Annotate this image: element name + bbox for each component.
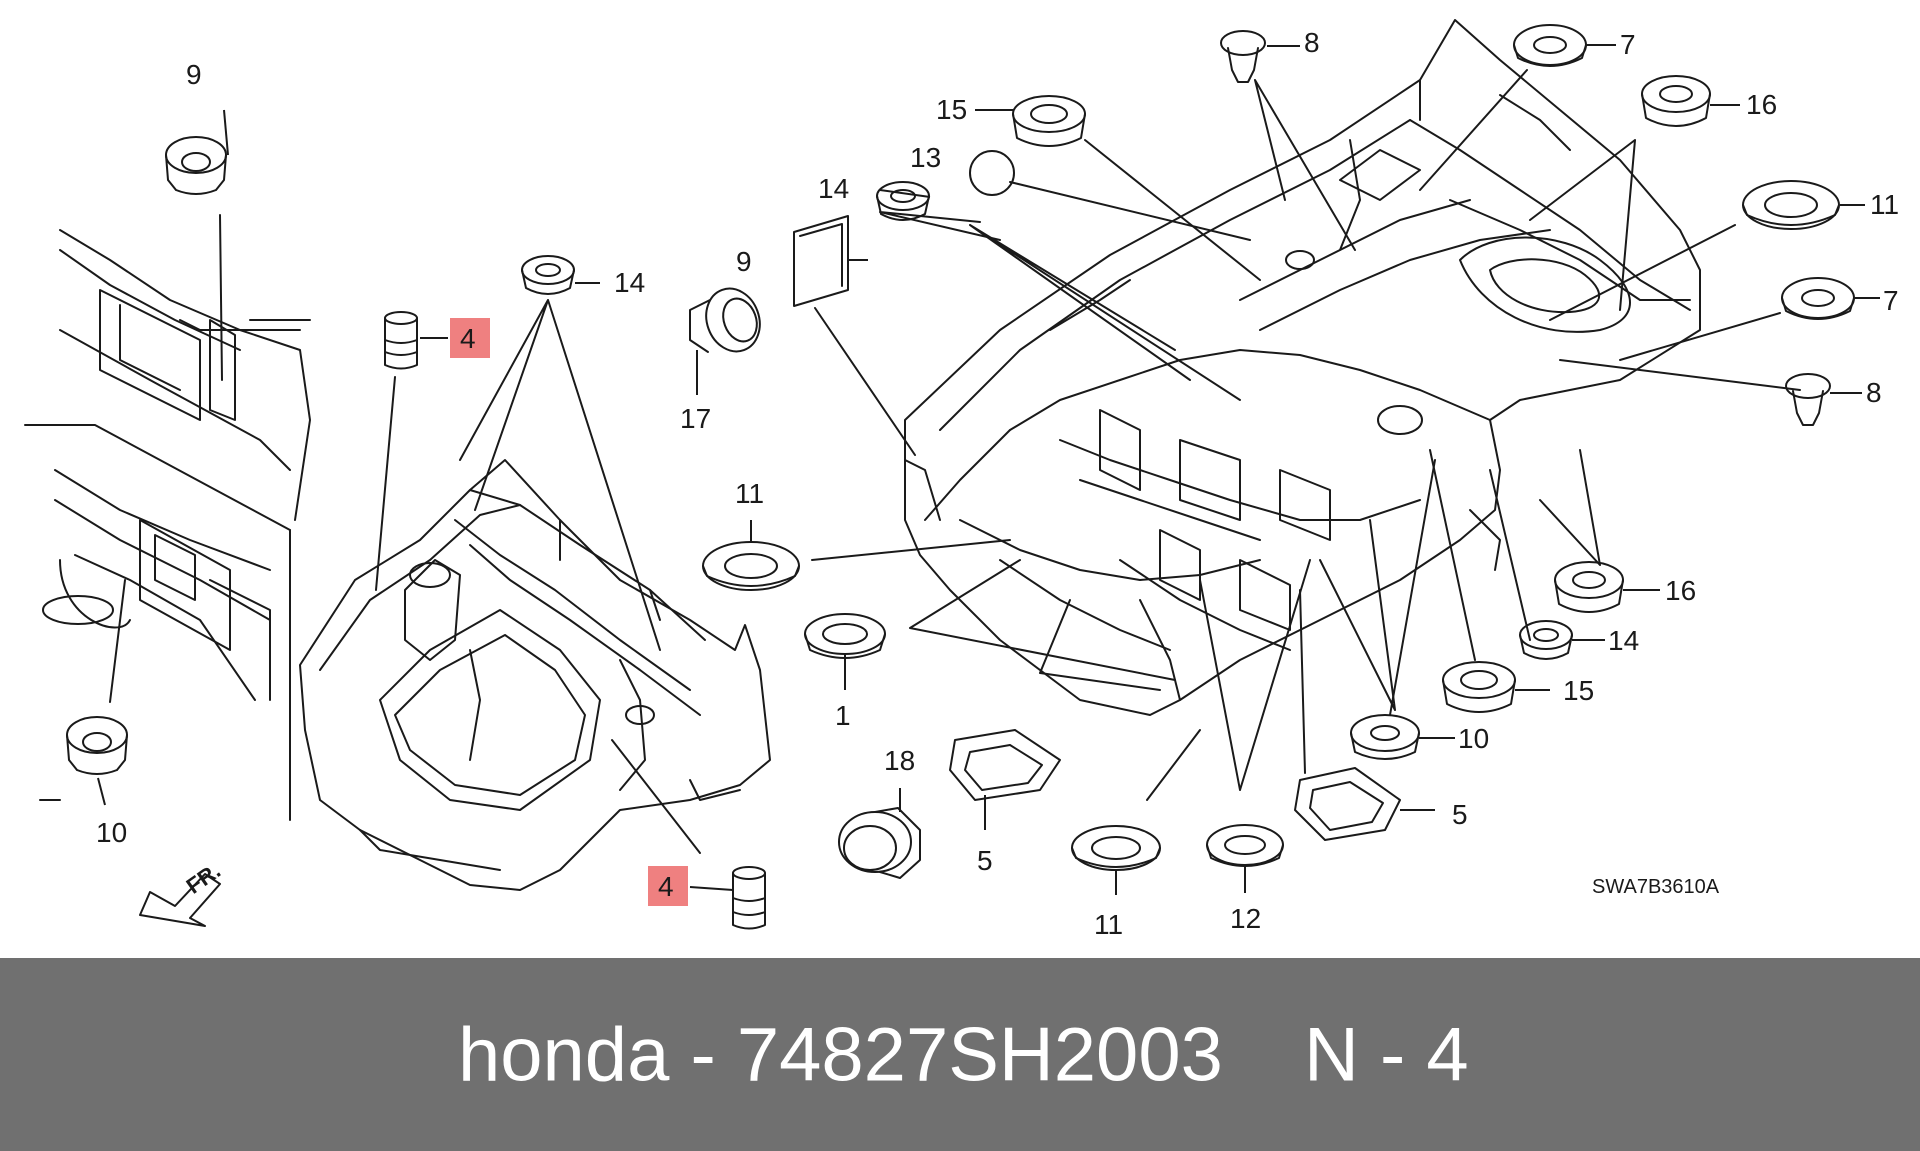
callout-4-highlight-top bbox=[450, 318, 490, 358]
callout-16-top: 16 bbox=[1746, 89, 1777, 120]
firewall-detail-drawing bbox=[24, 229, 311, 821]
callout-11-right: 11 bbox=[1870, 189, 1899, 220]
callout-1: 1 bbox=[835, 700, 851, 731]
parts-diagram: 9 10 4 4 14 14 14 13 9 9 15 15 8 8 7 7 1… bbox=[24, 19, 1899, 940]
callout-11-bottom: 11 bbox=[1094, 909, 1123, 940]
callout-8-top: 8 bbox=[1304, 27, 1320, 58]
parts-icons bbox=[66, 24, 1855, 930]
callout-9-text: 9 bbox=[736, 246, 752, 277]
floor-body-drawing bbox=[904, 19, 1701, 716]
front-frame-drawing bbox=[299, 459, 771, 891]
callout-18: 18 bbox=[884, 745, 915, 776]
callout-7-top: 9 bbox=[186, 59, 202, 90]
callout-11-left: 11 bbox=[735, 478, 764, 509]
callout-14-right: 14 bbox=[1608, 625, 1639, 656]
callout-4-bottom: 4 bbox=[658, 871, 674, 902]
callout-5-right: 5 bbox=[1452, 799, 1468, 830]
callout-labels: 9 10 4 4 14 14 14 13 9 9 15 15 8 8 7 7 1… bbox=[96, 27, 1899, 940]
callout-10-text: 10 bbox=[1458, 723, 1489, 754]
caption-bar: honda - 74827SH2003 N - 4 bbox=[0, 958, 1920, 1151]
callout-14-top: 14 bbox=[818, 173, 849, 204]
callout-12: 12 bbox=[1230, 903, 1261, 934]
callout-17: 17 bbox=[680, 403, 711, 434]
callout-13: 13 bbox=[910, 142, 941, 173]
reference-caption: N - 4 bbox=[1304, 1012, 1469, 1097]
callout-4-top: 4 bbox=[460, 323, 476, 354]
callout-6-top: 7 bbox=[1620, 29, 1636, 60]
callout-6-right: 7 bbox=[1883, 285, 1899, 316]
callout-8-right: 8 bbox=[1866, 377, 1882, 408]
callout-14-left: 14 bbox=[614, 267, 645, 298]
diagram-code: SWA7B3610A bbox=[1592, 876, 1720, 898]
callout-16-right: 16 bbox=[1665, 575, 1696, 606]
callout-5-left: 5 bbox=[977, 845, 993, 876]
callout-15-right: 15 bbox=[1563, 675, 1594, 706]
callout-7-bottom: 10 bbox=[96, 817, 127, 848]
part-number-caption: honda - 74827SH2003 bbox=[458, 1012, 1223, 1097]
callout-4-highlight-bottom bbox=[648, 866, 688, 906]
callout-15-top: 15 bbox=[936, 94, 967, 125]
leader-lines bbox=[109, 69, 1801, 854]
